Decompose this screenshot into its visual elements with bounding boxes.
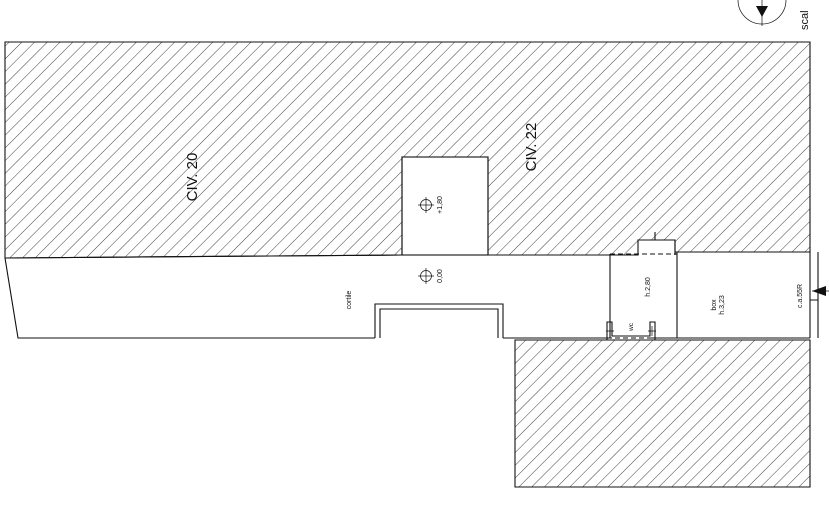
section-arrow-icon bbox=[812, 286, 829, 296]
wc-block bbox=[606, 321, 656, 341]
box-label: box bbox=[711, 299, 718, 311]
courtyard-niche bbox=[374, 303, 504, 338]
level-upper-label: +1,80 bbox=[437, 196, 444, 214]
right-edge-wall bbox=[809, 252, 819, 338]
service-room-dashed bbox=[609, 253, 678, 339]
box-height-label: h.3,23 bbox=[719, 295, 726, 315]
h280-label: h.2,80 bbox=[645, 277, 652, 297]
building-civ-20-22-hatch bbox=[4, 41, 811, 259]
courtyard-outline bbox=[4, 254, 638, 339]
wc-label: wc bbox=[628, 322, 635, 332]
north-arrow-icon bbox=[737, 0, 787, 26]
level-marker-upper bbox=[418, 197, 434, 213]
ca-label: c.a.55R bbox=[797, 284, 804, 308]
raised-room bbox=[401, 156, 489, 256]
building-lower-hatch bbox=[514, 339, 811, 488]
level-marker-ground bbox=[418, 268, 434, 284]
civ-22-label: CIV. 22 bbox=[523, 123, 540, 172]
cortile-label: cortile bbox=[346, 291, 353, 310]
civ-20-label: CIV. 20 bbox=[184, 153, 201, 202]
room-wall bbox=[609, 252, 678, 338]
level-ground-label: 0,00 bbox=[437, 269, 444, 283]
scale-label: scal bbox=[799, 10, 811, 30]
wc-door-marks bbox=[606, 326, 656, 336]
chimney-block bbox=[638, 232, 676, 255]
